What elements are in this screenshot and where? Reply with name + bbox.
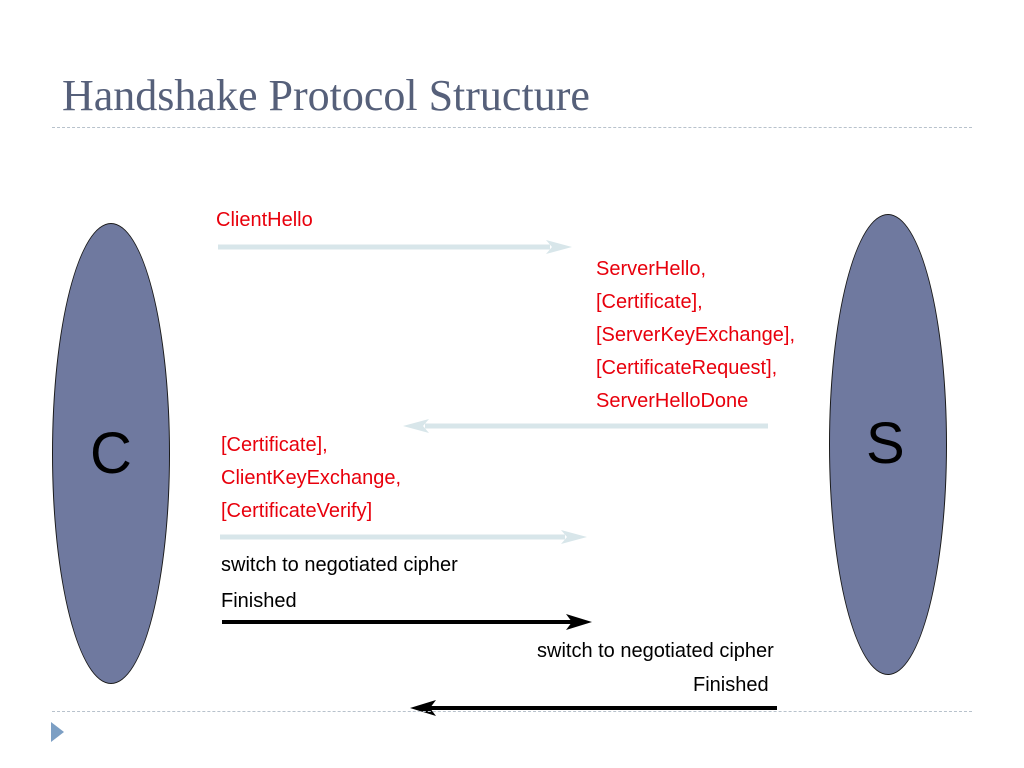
client-response-line: [CertificateVerify]	[221, 500, 373, 522]
server-response-arrow	[403, 419, 768, 433]
server-response-line: [Certificate],	[596, 291, 703, 313]
server-response-line: [ServerKeyExchange],	[596, 324, 795, 346]
server-switch-cipher-label: switch to negotiated cipher	[537, 640, 774, 662]
client-response-line: ClientKeyExchange,	[221, 467, 402, 489]
client-finished-label: Finished	[221, 590, 297, 612]
footer-divider	[52, 711, 972, 712]
slide-title: Handshake Protocol Structure	[62, 71, 590, 120]
server-node	[829, 214, 947, 675]
client-hello-arrow	[218, 240, 572, 254]
client-response-arrow	[220, 530, 587, 544]
server-node-label: S	[866, 411, 905, 476]
server-finished-label: Finished	[693, 674, 769, 696]
server-finished-arrow	[410, 700, 777, 716]
client-node	[52, 223, 170, 684]
client-response-block: [Certificate], ClientKeyExchange, [Certi…	[221, 429, 401, 528]
client-switch-cipher-label: switch to negotiated cipher	[221, 554, 458, 576]
client-node-label: C	[90, 421, 132, 486]
title-divider	[52, 127, 972, 128]
server-response-line: ServerHelloDone	[596, 390, 749, 412]
server-response-block: ServerHello, [Certificate], [ServerKeyEx…	[596, 253, 795, 418]
play-triangle-icon	[51, 722, 64, 742]
server-response-line: ServerHello,	[596, 258, 707, 280]
client-finished-arrow	[222, 614, 592, 630]
server-response-line: [CertificateRequest],	[596, 357, 778, 379]
client-response-line: [Certificate],	[221, 434, 328, 456]
client-hello-label: ClientHello	[216, 209, 313, 231]
